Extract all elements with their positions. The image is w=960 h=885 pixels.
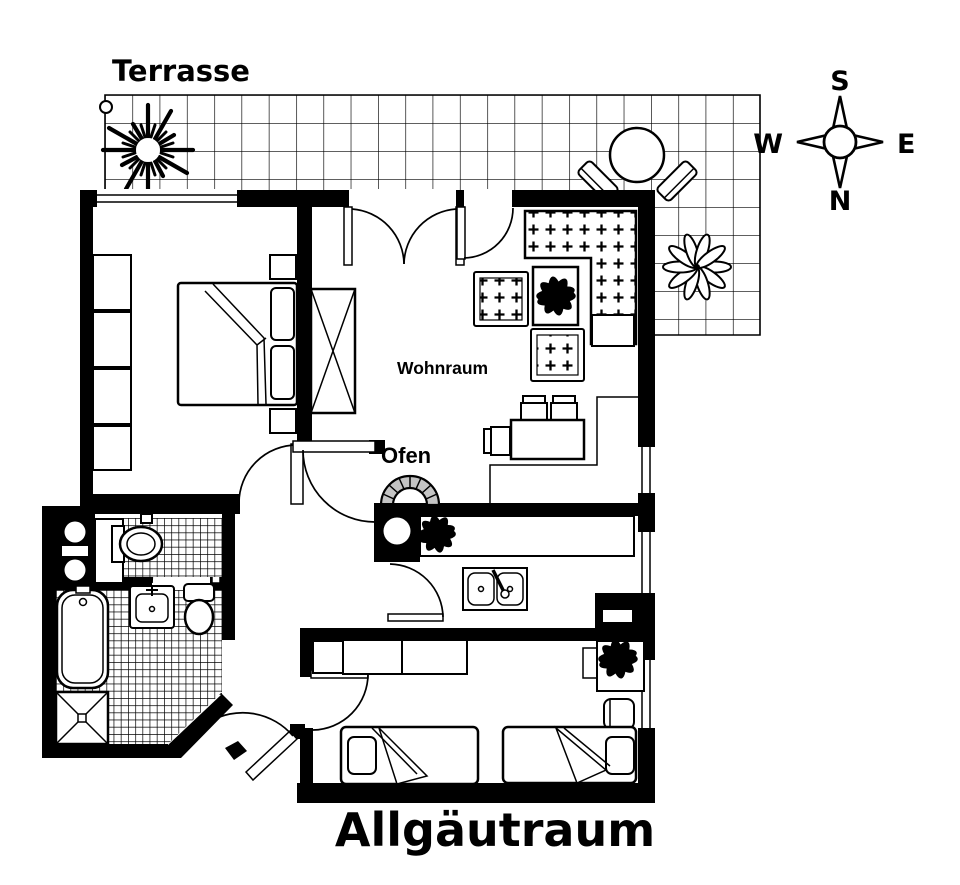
wardrobe-column xyxy=(92,254,132,471)
kitchen-boundary-line xyxy=(489,396,654,503)
compass-right: E xyxy=(897,129,915,160)
bathtub xyxy=(55,585,110,690)
compass-top: S xyxy=(830,66,849,97)
bedroom xyxy=(92,254,357,471)
wardrobe-2 xyxy=(342,639,468,675)
terrace-post xyxy=(99,100,113,114)
desk xyxy=(582,638,645,692)
compass-rose-icon: S E N W xyxy=(753,66,915,217)
flower-icon xyxy=(662,233,732,301)
terrace: Terrasse xyxy=(99,54,761,336)
tiled-stove xyxy=(379,474,441,507)
single-bed-1 xyxy=(339,725,480,786)
terrace-label: Terrasse xyxy=(112,54,250,88)
living-room: Wohnraum Ofen xyxy=(379,209,654,507)
compass-left: W xyxy=(753,129,783,160)
dining-table xyxy=(509,418,586,461)
sun-icon xyxy=(100,102,196,198)
washer-column xyxy=(62,521,88,581)
plan-title: Allgäutraum xyxy=(335,803,655,857)
pass-through-niche xyxy=(603,610,632,622)
stove-label: Ofen xyxy=(381,443,431,468)
dining-set xyxy=(483,395,586,461)
cushion-chair-2 xyxy=(530,328,585,382)
hall-cabinet xyxy=(312,640,344,674)
nightstand-2 xyxy=(269,408,297,434)
plant-table xyxy=(531,265,580,327)
hob-burner xyxy=(383,517,411,545)
second-bedroom xyxy=(312,638,645,786)
bath-sink xyxy=(129,585,175,629)
shower xyxy=(54,690,110,746)
bathroom xyxy=(54,513,222,746)
single-bed-2 xyxy=(501,725,638,785)
living-room-label: Wohnraum xyxy=(397,358,488,378)
toilet-1 xyxy=(111,513,164,563)
toilet-2 xyxy=(183,583,215,636)
x-wardrobe xyxy=(309,287,357,415)
kitchen xyxy=(374,503,635,611)
kitchen-sink xyxy=(462,567,528,611)
wall-shelf xyxy=(591,314,635,347)
nightstand-1 xyxy=(269,254,297,280)
cushion-chair-1 xyxy=(473,271,529,327)
double-bed xyxy=(176,281,299,407)
compass-bottom: N xyxy=(829,186,852,217)
desk-chair xyxy=(603,698,635,730)
